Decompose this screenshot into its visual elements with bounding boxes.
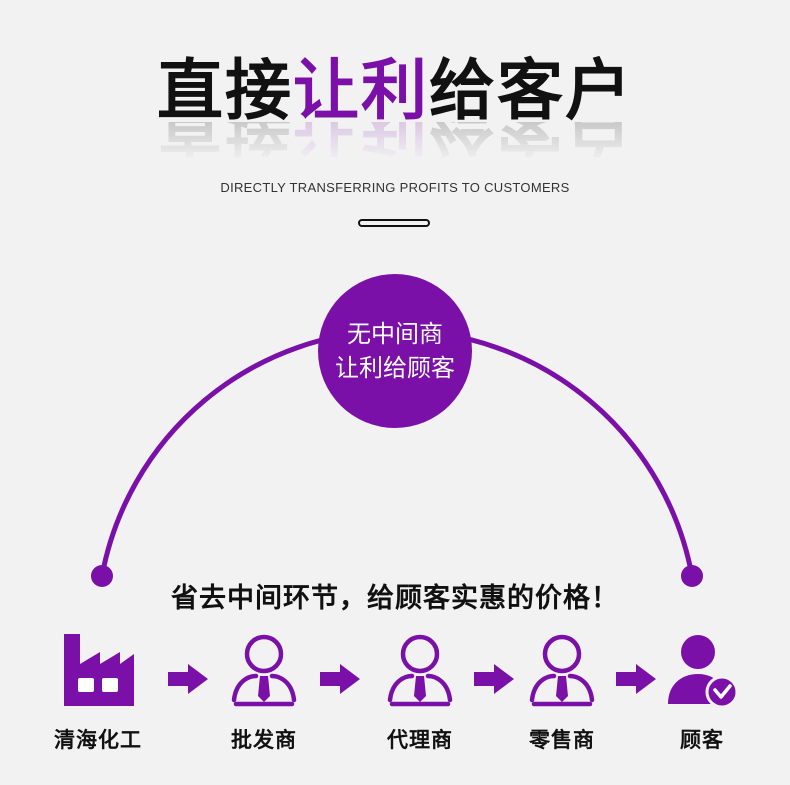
chain-item-factory — [23, 630, 173, 710]
chain-label-agent: 代理商 — [387, 728, 453, 752]
arrow-icon — [320, 664, 360, 694]
chain-label-retailer: 零售商 — [529, 728, 595, 752]
chain-label-customer: 顾客 — [680, 728, 724, 752]
headline: 直接让利给客户 直接让利给客户 — [0, 52, 790, 162]
person-tie-icon — [387, 634, 453, 707]
arrow-icon — [168, 664, 208, 694]
circle-line-1: 无中间商 — [347, 320, 443, 348]
divider-pill — [358, 219, 430, 227]
page-title: 直接让利给客户 — [0, 52, 790, 128]
title-accent: 让利 — [293, 51, 429, 129]
customer-check-icon — [668, 635, 739, 709]
circle-line-2: 让利给顾客 — [335, 354, 455, 382]
chain-label-wholesaler: 批发商 — [231, 728, 297, 752]
slogan: 省去中间环节，给顾客实惠的价格！ — [171, 583, 619, 614]
factory-icon — [64, 634, 134, 706]
chain-label-factory: 清海化工 — [54, 728, 142, 752]
center-circle: 无中间商 让利给顾客 — [318, 274, 472, 428]
arc-dot-left — [91, 565, 113, 587]
chain-item-retailer — [487, 630, 637, 710]
person-tie-icon — [529, 634, 595, 707]
chain-item-agent — [345, 630, 495, 710]
title-part-2: 给客户 — [429, 51, 633, 129]
arrow-icon — [616, 664, 656, 694]
arrow-icon — [474, 664, 514, 694]
chain-item-customer — [627, 630, 777, 710]
person-tie-icon — [231, 634, 297, 707]
chain-item-wholesaler — [189, 630, 339, 710]
title-part-1: 直接 — [157, 51, 293, 129]
subtitle: DIRECTLY TRANSFERRING PROFITS TO CUSTOME… — [220, 180, 570, 195]
arc-dot-right — [681, 565, 703, 587]
